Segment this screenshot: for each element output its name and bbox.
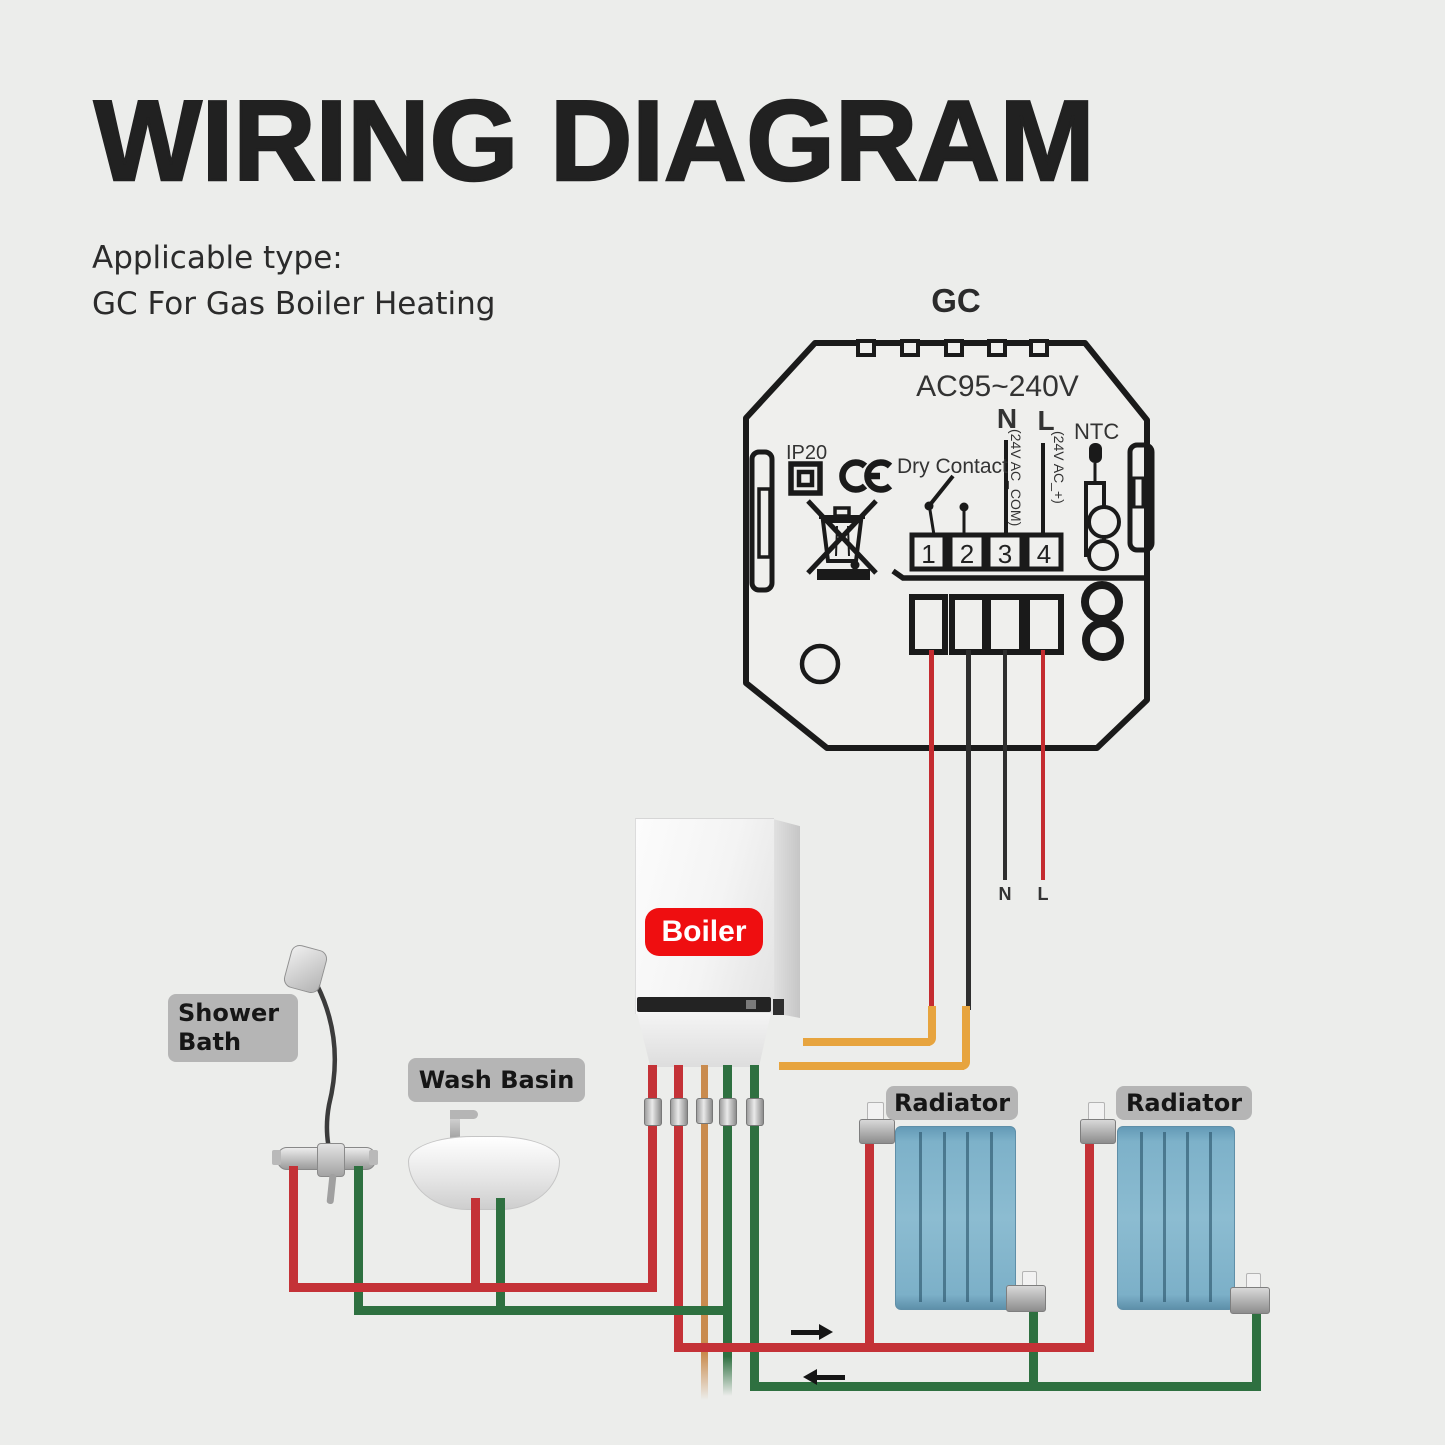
flow-arrow-right-icon <box>819 1324 833 1340</box>
radiator2-inlet-valve <box>1080 1119 1116 1144</box>
boiler-valve-3 <box>696 1098 713 1124</box>
live-wire <box>1041 650 1045 880</box>
flow-arrow-right-tail <box>791 1330 819 1335</box>
neutral-wire <box>1003 650 1007 880</box>
screw-hole-right-lower <box>1082 619 1124 661</box>
radiator2-return-pipe <box>1252 1300 1261 1391</box>
terminal-3-number: 3 <box>997 539 1013 569</box>
screw-hole-bottom-left <box>799 643 841 685</box>
connector-block-squares <box>909 594 1064 655</box>
boiler-ch-flow-pipe <box>674 1065 683 1352</box>
boiler-control-band <box>637 997 771 1012</box>
terminal1-red-wire <box>929 650 934 1010</box>
radiator2-feed-pipe <box>1085 1138 1094 1352</box>
boiler-side-panel <box>773 819 800 1018</box>
terminal-1-number: 1 <box>921 539 936 569</box>
boiler-valve-1 <box>644 1098 662 1126</box>
mixer-center-block <box>317 1143 345 1177</box>
live-wire-label: L <box>1037 884 1049 904</box>
boiler-side-band <box>773 999 784 1015</box>
basin-hot-pipe <box>471 1198 480 1292</box>
ntc-sensor-icon <box>1084 443 1121 571</box>
l-terminal-label: L <box>1037 405 1055 436</box>
terminal-block-top-line <box>891 568 1147 581</box>
boiler-gas-pipe <box>701 1065 708 1400</box>
radiator2-label: Radiator <box>1116 1086 1252 1120</box>
voltage-rating-label: AC95~240V <box>916 370 1079 403</box>
terminal-2-number: 2 <box>959 539 975 569</box>
boiler-valve-4 <box>719 1098 737 1126</box>
boiler-signal-wire2-vertical <box>962 1006 970 1070</box>
wash-basin-label: Wash Basin <box>408 1058 585 1102</box>
radiator2-fin-divider <box>1163 1132 1166 1302</box>
radiator1-fin-divider <box>966 1132 969 1302</box>
flow-arrow-left-icon <box>803 1369 817 1385</box>
boiler-valve-5 <box>746 1098 764 1126</box>
cold-return-main-run <box>354 1306 732 1315</box>
24v-ac-com-label: (24V AC_COM) <box>1008 429 1024 527</box>
radiator1-inlet-valve <box>859 1119 895 1144</box>
right-mount-slot <box>1127 442 1155 553</box>
radiator1-fin-divider <box>919 1132 922 1302</box>
terminal2-black-wire <box>966 650 971 1010</box>
boiler-valve-2 <box>670 1098 688 1126</box>
basin-return-pipe <box>496 1198 505 1315</box>
boiler-signal-wire1-vertical <box>928 1006 936 1046</box>
boiler-signal-wire1-horizontal <box>803 1038 930 1046</box>
neutral-wire-label: N <box>998 884 1012 904</box>
thermostat-model-label: GC <box>931 282 981 319</box>
shower-return-pipe <box>354 1166 363 1315</box>
boiler-bottom-section <box>637 1013 771 1067</box>
boiler-label-badge: Boiler <box>645 908 763 956</box>
radiator2-fin-divider <box>1209 1132 1212 1302</box>
radiator2-outlet-valve <box>1230 1287 1270 1314</box>
24v-ac-plus-label: (24V AC_+) <box>1051 431 1067 504</box>
radiator1-body <box>895 1126 1016 1310</box>
radiator1-fin-divider <box>990 1132 993 1302</box>
left-mount-slot <box>749 449 775 593</box>
boiler-display <box>746 1000 756 1009</box>
boiler-signal-wire2-horizontal <box>779 1062 964 1070</box>
terminal-4-number: 4 <box>1036 539 1052 569</box>
page-title: WIRING DIAGRAM <box>93 77 1096 207</box>
n-terminal-label: N <box>996 403 1018 434</box>
ip20-label: IP20 <box>786 442 828 464</box>
mixer-right-cap <box>369 1150 378 1165</box>
ntc-label: NTC <box>1074 419 1120 444</box>
top-notches <box>856 339 1049 357</box>
heating-flow-run <box>674 1343 1094 1352</box>
radiator2-fin-divider <box>1186 1132 1189 1302</box>
subtitle-applicable-type: Applicable type: <box>92 240 343 276</box>
weee-bin-icon <box>806 499 878 580</box>
mixer-left-cap <box>272 1150 281 1165</box>
thermostat-back-plate-diagram <box>743 339 1155 751</box>
radiator2-fin-divider <box>1140 1132 1143 1302</box>
subtitle-model-description: GC For Gas Boiler Heating <box>92 286 496 322</box>
ce-mark-icon <box>839 459 893 493</box>
ip20-icon <box>788 461 823 496</box>
dry-contact-switch-icon <box>924 474 969 536</box>
flow-arrow-left-tail <box>817 1375 845 1380</box>
numbered-terminal-squares <box>909 532 1064 572</box>
hot-water-main-run <box>289 1283 657 1292</box>
heating-return-run <box>750 1382 1261 1391</box>
boiler-dhw-hot-pipe <box>648 1065 657 1292</box>
basin-tap-body <box>450 1114 460 1140</box>
screw-hole-right-upper <box>1081 581 1123 623</box>
mixer-handle <box>326 1173 337 1205</box>
radiator1-label: Radiator <box>886 1086 1018 1120</box>
shower-hot-pipe <box>289 1166 298 1292</box>
basin-tap-spout <box>450 1110 478 1119</box>
radiator1-feed-pipe <box>865 1138 874 1352</box>
dry-contact-label: Dry Contact <box>897 455 1008 478</box>
basin-bowl <box>408 1136 560 1210</box>
radiator1-outlet-valve <box>1006 1285 1046 1312</box>
radiator1-fin-divider <box>943 1132 946 1302</box>
radiator2-body <box>1117 1126 1235 1310</box>
boiler-cold-inlet-pipe <box>723 1065 732 1396</box>
boiler-ch-return-pipe <box>750 1065 759 1390</box>
